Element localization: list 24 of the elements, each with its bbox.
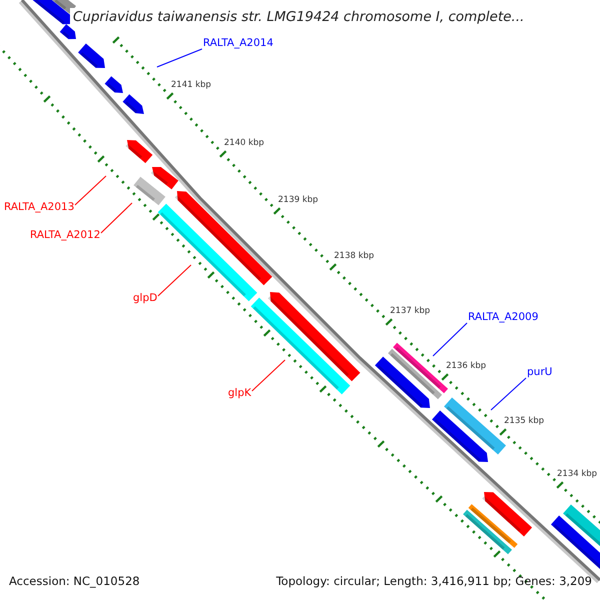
leader-line (432, 322, 468, 356)
gene-label: RALTA_A2013 (4, 201, 74, 214)
tick-label: 2141 kbp (171, 80, 212, 90)
tick-label: 2140 kbp (224, 138, 264, 148)
leader-line (252, 360, 286, 392)
gene-label: RALTA_A2009 (468, 311, 538, 324)
gene-label: purU (527, 366, 552, 379)
tick-label: 2135 kbp (504, 416, 544, 426)
leader-line (490, 378, 526, 410)
leader-line (74, 176, 106, 206)
accession-text: Accession: NC_010528 (9, 574, 140, 588)
tick-label: 2136 kbp (446, 361, 486, 371)
gene-label: RALTA_A2014 (203, 37, 274, 50)
leader-line (100, 202, 132, 234)
gene-label: glpD (133, 292, 158, 305)
leader-line (158, 264, 192, 296)
tick-label: 2134 kbp (557, 469, 598, 479)
summary-text: Topology: circular; Length: 3,416,911 bp; Genes: 3,209 (276, 574, 592, 588)
tick-label: 2138 kbp (334, 251, 374, 261)
gene-label: glpK (228, 387, 252, 400)
leader-line (156, 48, 202, 68)
tick-label: 2137 kbp (390, 306, 430, 316)
tick-label: 2139 kbp (278, 195, 318, 205)
gene-label: RALTA_A2012 (30, 229, 100, 242)
